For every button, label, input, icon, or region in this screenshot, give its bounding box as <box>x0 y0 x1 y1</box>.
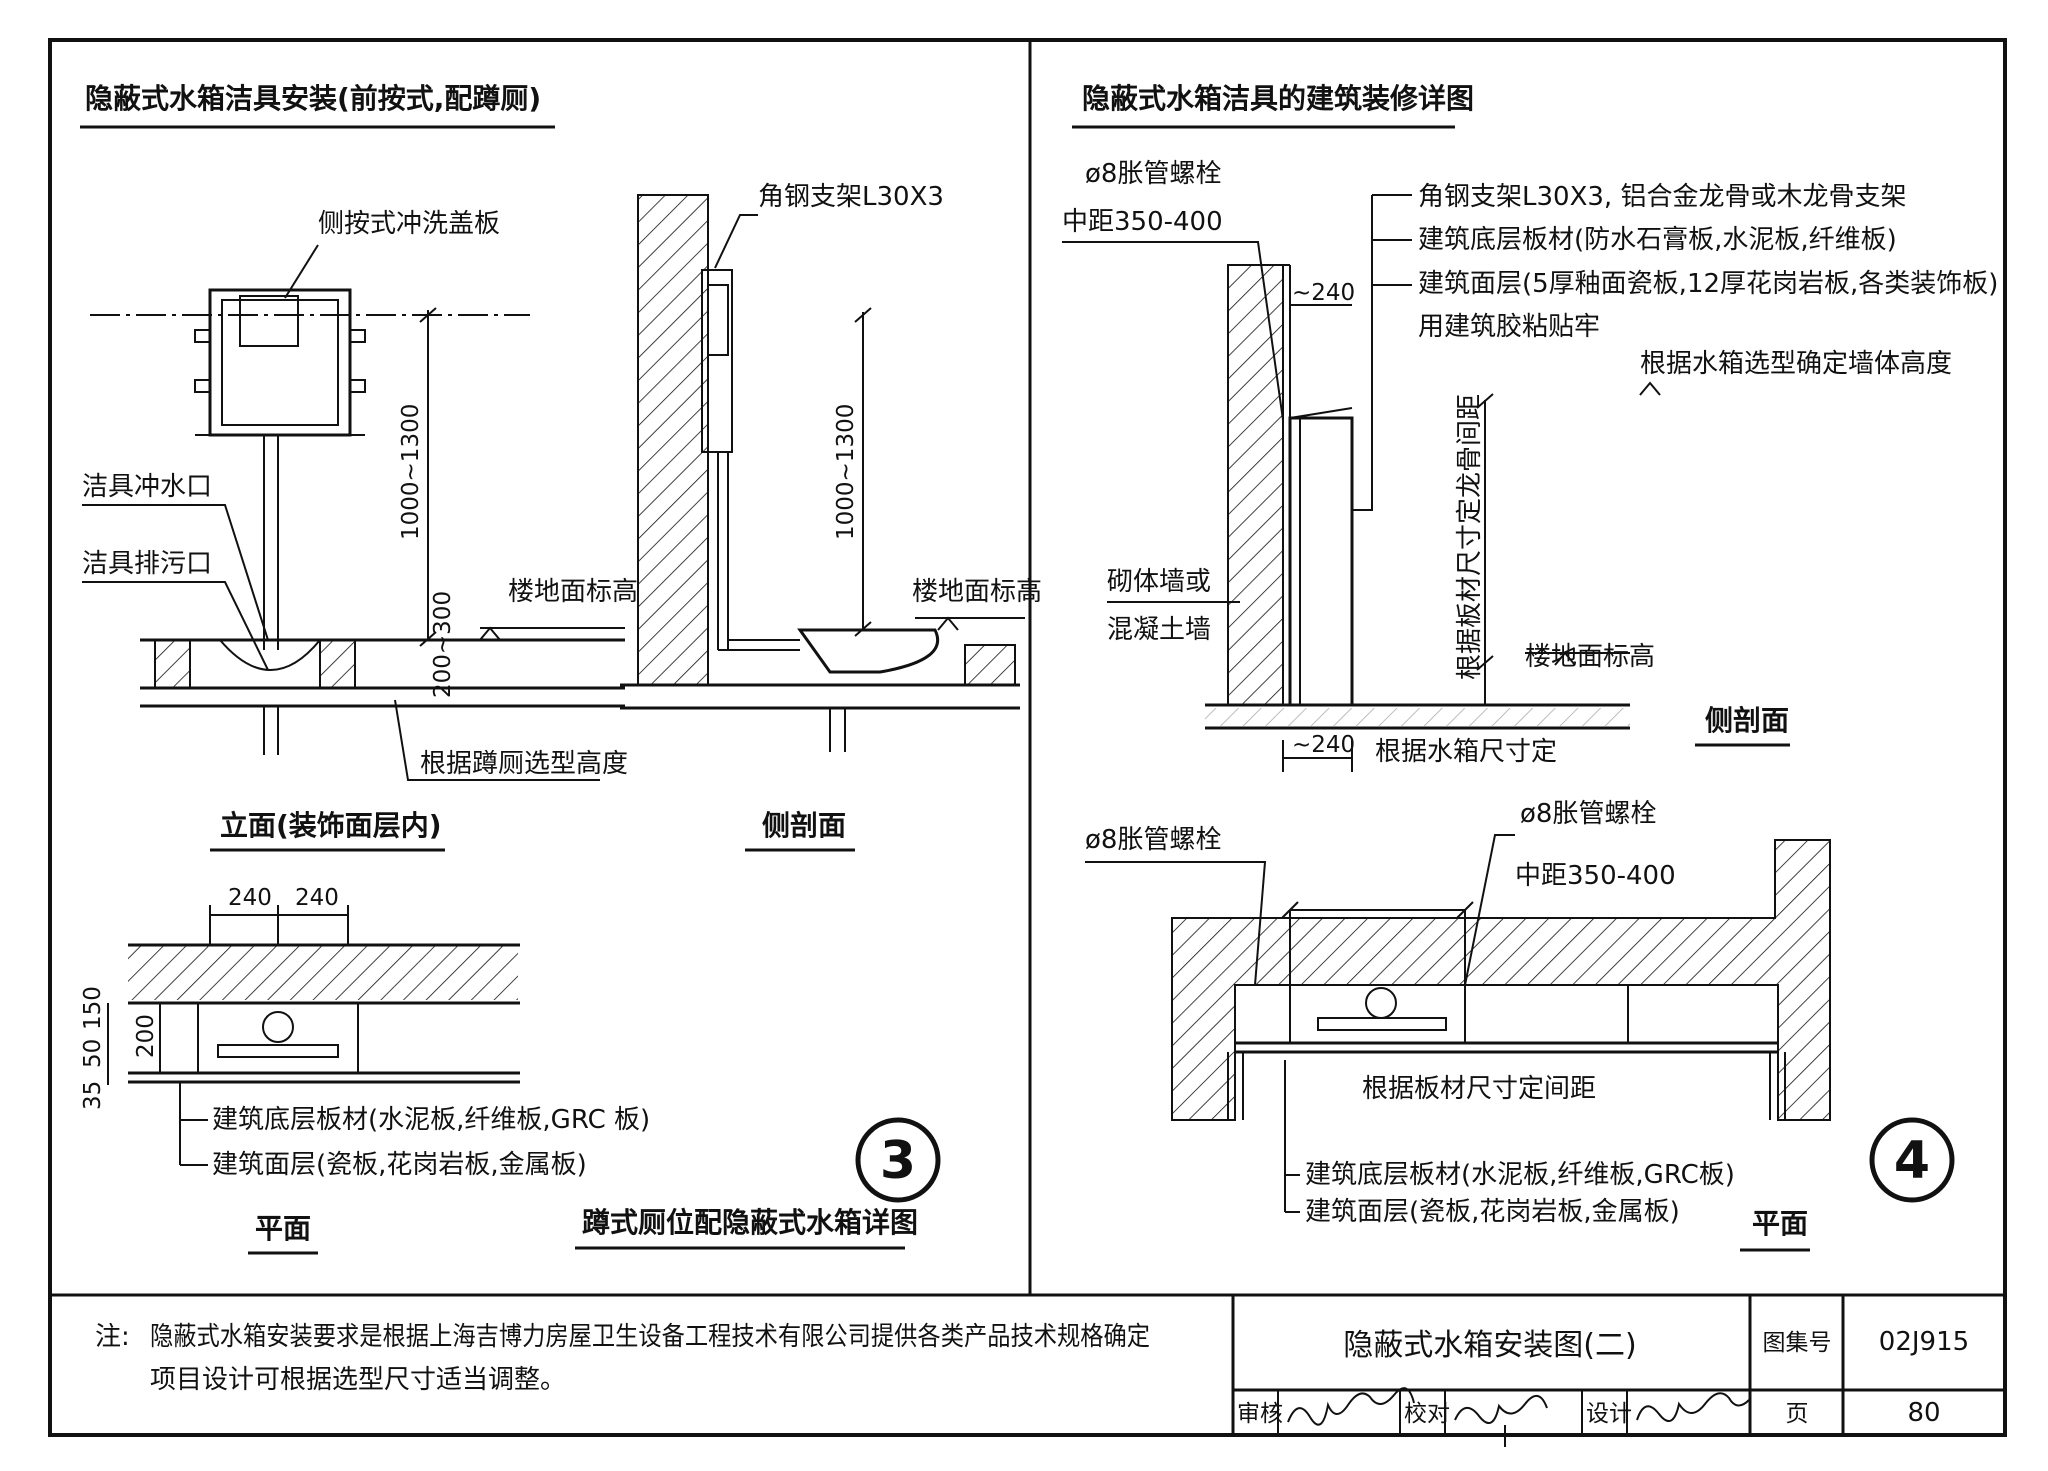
left-plan-drawing <box>107 905 520 1166</box>
squat-height-leader <box>394 699 600 781</box>
left-section-caption: 侧剖面 <box>762 809 846 842</box>
right-section-wall-label-1: 砌体墙或 <box>1107 567 1211 597</box>
check-label: 校对 <box>1404 1401 1450 1427</box>
note-line-1: 隐蔽式水箱安装要求是根据上海吉博力房屋卫生设备工程技术有限公司提供各类产品技术规… <box>150 1322 1150 1352</box>
detail-3-circle <box>855 1117 941 1203</box>
right-section-bolt-label: ø8胀管螺栓 <box>1085 159 1221 189</box>
right-side-section-drawing <box>1205 195 1661 772</box>
right-section-adhesive-label: 用建筑胶粘贴牢 <box>1418 312 1600 342</box>
right-plan-caption: 平面 <box>1752 1207 1808 1240</box>
note-prefix: 注: <box>95 1322 130 1352</box>
right-section-wall-label-2: 混凝土墙 <box>1107 615 1211 645</box>
elevation-caption: 立面(装饰面层内) <box>220 809 442 842</box>
plan-dim-35: 35 <box>80 1081 106 1110</box>
right-plan-bolt-leader-left <box>1085 861 1267 986</box>
right-section-caption: 侧剖面 <box>1705 704 1789 737</box>
flush-outlet-leader <box>82 504 269 641</box>
cover-plate-leader <box>284 244 319 299</box>
tank-size-note: 根据水箱尺寸定 <box>1375 737 1557 767</box>
drain-outlet-leader <box>82 581 269 671</box>
wall-height-note: 根据水箱选型确定墙体高度 <box>1640 349 1952 379</box>
right-plan-spacing-note: 根据板材尺寸定间距 <box>1362 1074 1596 1104</box>
left-bracket-label: 角钢支架L30X3 <box>758 182 944 212</box>
right-section-bolt-spacing: 中距350-400 <box>1062 207 1223 237</box>
left-panel-title: 隐蔽式水箱洁具安装(前按式,配蹲厕) <box>85 82 541 115</box>
note-line-2: 项目设计可根据选型尺寸适当调整。 <box>150 1365 566 1395</box>
plan-dim-240b: 240 <box>295 885 339 911</box>
elevation-height-dim: 1000~1300 <box>398 404 424 540</box>
section-floor-label: 楼地面标高 <box>912 577 1042 607</box>
right-plan-base-board-label: 建筑底层板材(水泥板,纤维板,GRC板) <box>1305 1160 1735 1190</box>
section-height-dim: 1000~1300 <box>833 404 859 540</box>
keel-spacing-note: 根据板材尺寸定龙骨间距 <box>1455 394 1485 680</box>
elevation-floor-label: 楼地面标高 <box>508 577 638 607</box>
left-bracket-leader <box>714 214 758 269</box>
right-plan-bolt-spacing: 中距350-400 <box>1515 861 1676 891</box>
detail-4-circle <box>1869 1117 1955 1203</box>
right-plan-face-layer-label: 建筑面层(瓷板,花岗岩板,金属板) <box>1305 1197 1680 1227</box>
sheet-frame <box>48 38 2007 1437</box>
right-plan-bolt-label-left: ø8胀管螺栓 <box>1085 825 1221 855</box>
left-side-section-drawing <box>620 194 1025 752</box>
plan-dim-240a: 240 <box>228 885 272 911</box>
squat-height-note: 根据蹲厕选型高度 <box>420 749 628 779</box>
drawing-title: 隐蔽式水箱安装图(二) <box>1343 1328 1636 1363</box>
design-label: 设计 <box>1586 1401 1632 1427</box>
title-block-grid <box>1231 1293 2007 1437</box>
left-plan-caption: 平面 <box>255 1212 311 1245</box>
drain-outlet-label: 洁具排污口 <box>82 549 212 579</box>
right-plan-drawing <box>1171 839 1831 1213</box>
plan-dim-150: 150 <box>80 986 106 1030</box>
right-section-bracket-label: 角钢支架L30X3, 铝合金龙骨或木龙骨支架 <box>1418 182 1906 212</box>
right-section-face-layer-label: 建筑面层(5厚釉面瓷板,12厚花岗岩板,各类装饰板) <box>1418 269 1998 299</box>
atlas-number: 02J915 <box>1879 1327 1969 1357</box>
cover-plate-label: 侧按式冲洗盖板 <box>318 209 500 239</box>
detail-4-number: 4 <box>1894 1131 1930 1191</box>
left-plan-face-layer-label: 建筑面层(瓷板,花岗岩板,金属板) <box>212 1150 587 1180</box>
right-bolt-leader <box>1062 241 1284 421</box>
elevation-drawing <box>90 288 625 755</box>
review-label: 审核 <box>1237 1401 1283 1427</box>
right-section-base-board-label: 建筑底层板材(防水石膏板,水泥板,纤维板) <box>1418 225 1897 255</box>
design-signature <box>1636 1392 1750 1423</box>
flush-outlet-label: 洁具冲水口 <box>82 472 212 502</box>
right-panel-title: 隐蔽式水箱洁具的建筑装修详图 <box>1082 82 1474 115</box>
left-plan-base-board-label: 建筑底层板材(水泥板,纤维板,GRC 板) <box>212 1105 650 1135</box>
review-signature <box>1287 1387 1415 1426</box>
right-plan-bolt-label-right: ø8胀管螺栓 <box>1520 799 1656 829</box>
right-section-dim-240-bottom: ~240 <box>1292 732 1355 758</box>
plan-dim-200: 200 <box>133 1014 159 1058</box>
detail-3-number: 3 <box>880 1131 916 1191</box>
right-plan-bolt-leader-right <box>1464 834 1515 986</box>
page-number: 80 <box>1907 1398 1940 1428</box>
right-section-dim-240-top: ~240 <box>1292 280 1355 306</box>
right-section-floor-label: 楼地面标高 <box>1525 642 1655 672</box>
check-signature <box>1454 1395 1548 1447</box>
detail-3-title: 蹲式厕位配隐蔽式水箱详图 <box>582 1206 918 1239</box>
atlas-label: 图集号 <box>1763 1330 1832 1356</box>
plan-dim-50: 50 <box>80 1039 106 1068</box>
page-label: 页 <box>1786 1401 1809 1427</box>
dim-200-300: 200~300 <box>430 591 456 698</box>
